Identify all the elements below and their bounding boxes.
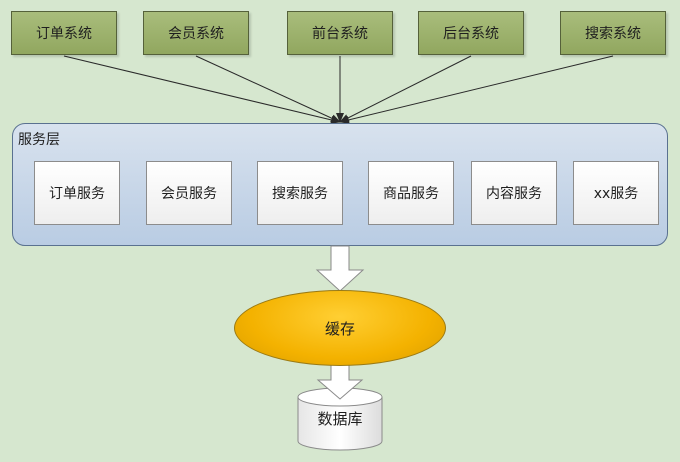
service-box-content: 内容服务 bbox=[471, 161, 557, 225]
service-box-xx: xx服务 bbox=[573, 161, 659, 225]
system-label: 后台系统 bbox=[443, 26, 499, 42]
service-label: xx服务 bbox=[593, 186, 639, 202]
cache-node: 缓存 bbox=[234, 290, 446, 366]
service-box-search: 搜索服务 bbox=[257, 161, 343, 225]
system-label: 会员系统 bbox=[168, 26, 224, 42]
service-label: 会员服务 bbox=[161, 186, 217, 202]
service-label: 商品服务 bbox=[383, 186, 439, 202]
cache-label: 缓存 bbox=[324, 319, 355, 338]
connector-line-backend bbox=[339, 55, 472, 123]
system-label: 搜索系统 bbox=[585, 26, 641, 42]
system-box-backend: 后台系统 bbox=[418, 11, 524, 55]
service-box-product: 商品服务 bbox=[368, 161, 454, 225]
system-box-frontend: 前台系统 bbox=[287, 11, 393, 55]
connector-line-order bbox=[63, 55, 341, 124]
database-label: 数据库 bbox=[317, 410, 363, 428]
service-label: 搜索服务 bbox=[272, 186, 328, 202]
system-label: 订单系统 bbox=[36, 26, 92, 42]
service-box-member: 会员服务 bbox=[146, 161, 232, 225]
service-layer-title: 服务层 bbox=[18, 132, 60, 148]
system-box-search: 搜索系统 bbox=[560, 11, 666, 55]
connector-line-search bbox=[339, 55, 614, 124]
down-block-arrow-service-to-cache bbox=[315, 245, 365, 292]
connector-line-member bbox=[195, 55, 341, 123]
system-label: 前台系统 bbox=[312, 26, 368, 42]
down-block-arrow-cache-to-database bbox=[316, 363, 364, 400]
service-label: 内容服务 bbox=[486, 186, 542, 202]
system-box-order: 订单系统 bbox=[11, 11, 117, 55]
system-box-member: 会员系统 bbox=[143, 11, 249, 55]
service-label: 订单服务 bbox=[49, 186, 105, 202]
service-box-order: 订单服务 bbox=[34, 161, 120, 225]
